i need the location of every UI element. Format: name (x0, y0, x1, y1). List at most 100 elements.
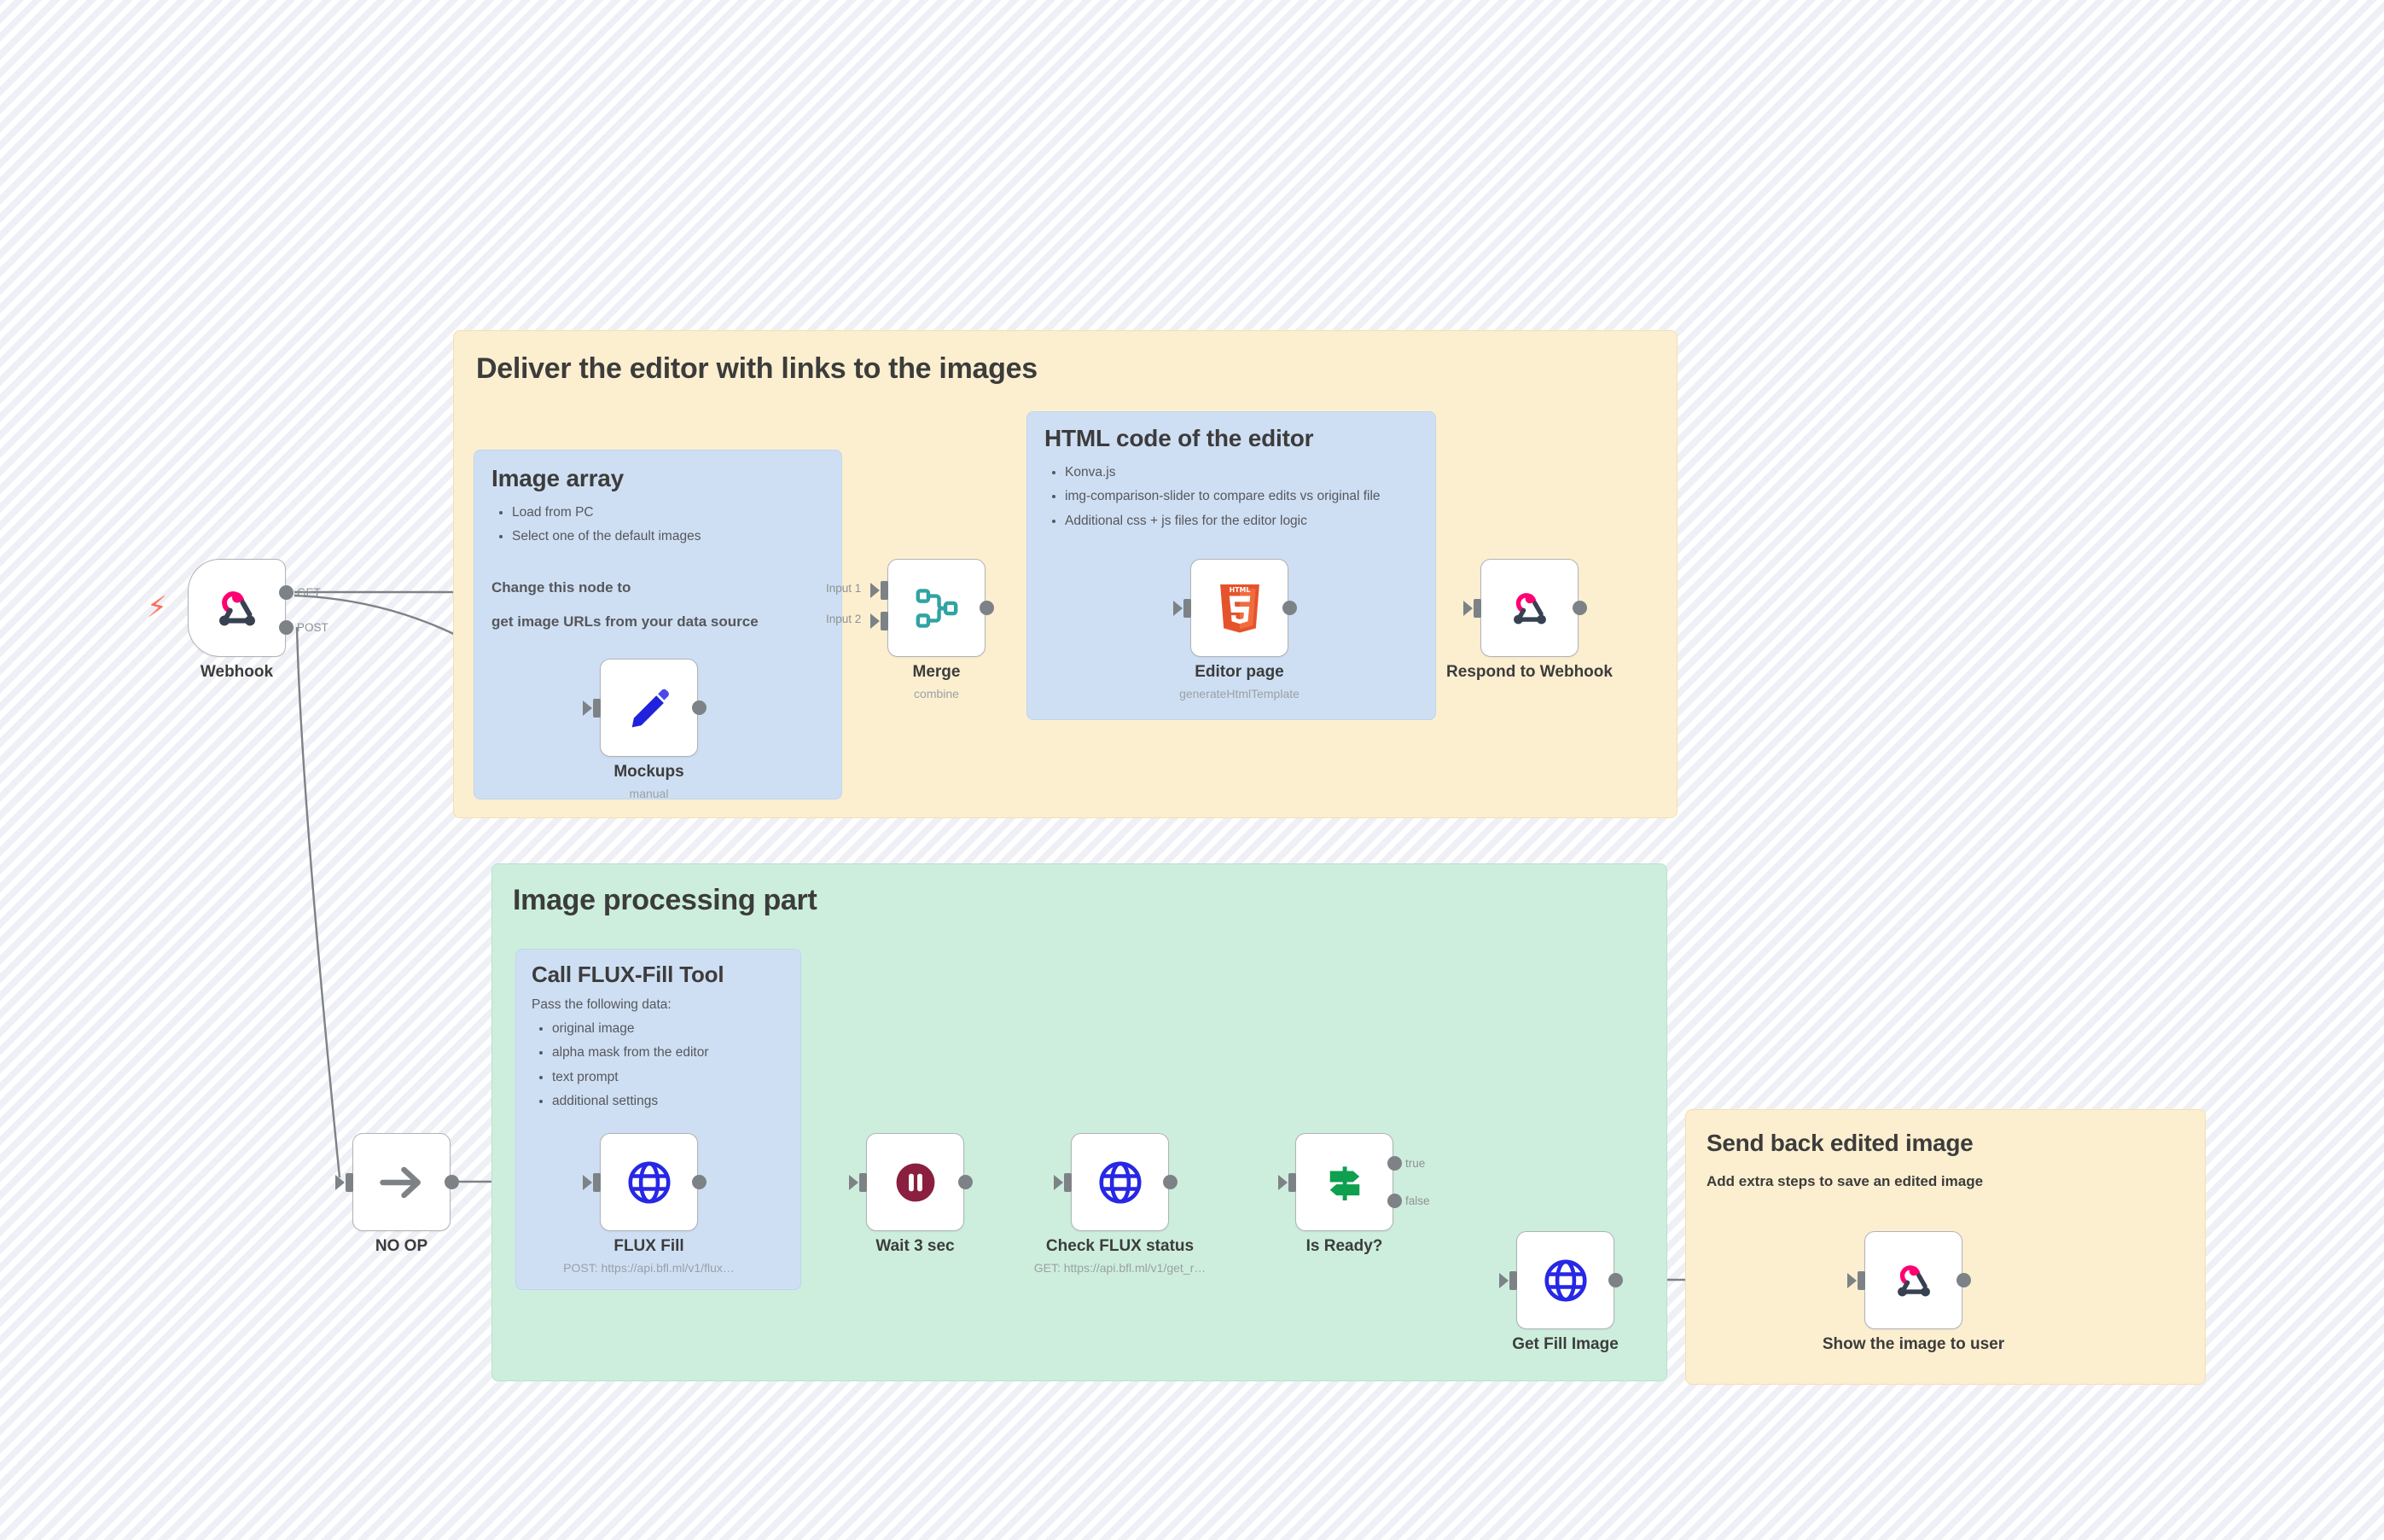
node-check-flux-status[interactable]: Check FLUX status GET: https://api.bfl.m… (1034, 1133, 1206, 1275)
arrow-right-icon (379, 1166, 421, 1198)
link-webhook-noop (295, 626, 341, 1178)
webhook-icon (218, 590, 255, 625)
sticky-flux-tool-bullets: original image alpha mask from the edito… (532, 1020, 808, 1117)
signpost-icon (1329, 1165, 1359, 1200)
node-show-image-box[interactable] (1864, 1231, 1962, 1329)
noop-input-arrow (335, 1175, 345, 1190)
list-item: Load from PC (512, 503, 845, 522)
node-get-fill-box[interactable] (1516, 1231, 1614, 1329)
node-is-ready-label: Is Ready? (1305, 1237, 1383, 1255)
wait-input-arrow (849, 1175, 858, 1190)
node-get-fill-image[interactable]: Get Fill Image (1499, 1231, 1623, 1353)
check-output-dot[interactable] (1163, 1175, 1177, 1189)
node-get-fill-label: Get Fill Image (1512, 1335, 1619, 1353)
webhook-icon (1897, 1264, 1930, 1296)
node-mockups-box[interactable] (600, 659, 698, 757)
node-wait-box[interactable] (866, 1133, 964, 1231)
node-merge-subtitle: combine (914, 687, 959, 700)
sticky-html-editor-bullets: Konva.js img-comparison-slider to compar… (1044, 463, 1432, 536)
node-flux-fill-box[interactable] (600, 1133, 698, 1231)
editor-output-dot[interactable] (1282, 601, 1297, 615)
flux-output-dot[interactable] (692, 1175, 706, 1189)
node-is-ready[interactable]: true false Is Ready? (1278, 1133, 1430, 1255)
sticky-deliver-title: Deliver the editor with links to the ima… (476, 352, 1038, 385)
node-merge-label: Merge (912, 663, 961, 681)
webhook-output-get-dot[interactable] (279, 585, 294, 600)
mockups-output-dot[interactable] (692, 700, 706, 715)
node-editor-page[interactable]: HTML Editor page generateHtmlTemplate (1173, 559, 1300, 700)
list-item: Konva.js (1065, 463, 1432, 482)
port-label-input2: Input 2 (826, 613, 862, 625)
node-merge[interactable]: Input 1 Input 2 Merge combine (826, 559, 994, 700)
list-item: img-comparison-slider to compare edits v… (1065, 487, 1432, 506)
mockups-input-stub[interactable] (593, 699, 601, 718)
noop-output-dot[interactable] (445, 1175, 459, 1189)
sticky-flux-tool[interactable]: Call FLUX-Fill Tool Pass the following d… (515, 949, 801, 1290)
respond-output-dot[interactable] (1573, 601, 1587, 615)
node-webhook-box[interactable] (188, 559, 286, 657)
node-merge-box[interactable] (887, 559, 986, 657)
sticky-image-array-title: Image array (491, 465, 625, 491)
node-respond-box[interactable] (1480, 559, 1579, 657)
node-mockups-label: Mockups (613, 763, 684, 781)
isready-output-false-dot[interactable] (1387, 1194, 1402, 1208)
check-input-stub[interactable] (1064, 1173, 1072, 1192)
node-flux-fill-subtitle: POST: https://api.bfl.ml/v1/flux… (563, 1261, 735, 1275)
svg-text:HTML: HTML (1229, 586, 1250, 594)
merge-input1-stub[interactable] (881, 581, 888, 600)
node-mockups[interactable]: Mockups manual (583, 659, 706, 800)
node-editor-page-subtitle: generateHtmlTemplate (1179, 687, 1300, 700)
showuser-output-dot[interactable] (1957, 1273, 1971, 1287)
sticky-flux-tool-lead: Pass the following data: (532, 997, 672, 1012)
node-check-flux-box[interactable] (1071, 1133, 1169, 1231)
sticky-image-array-note-line2: get image URLs from your data source (491, 613, 759, 630)
node-show-image-to-user[interactable]: Show the image to user (1823, 1231, 2004, 1353)
node-wait-3-sec[interactable]: Wait 3 sec (849, 1133, 973, 1255)
globe-icon (1544, 1258, 1587, 1302)
port-label-get: GET (297, 586, 321, 599)
node-check-flux-label: Check FLUX status (1045, 1237, 1195, 1255)
node-no-op-box[interactable] (352, 1133, 451, 1231)
sticky-flux-tool-title: Call FLUX-Fill Tool (532, 962, 724, 987)
node-webhook[interactable]: GET POST Webhook (188, 559, 329, 681)
merge-icon (916, 588, 957, 628)
editor-input-arrow (1173, 601, 1183, 616)
pause-icon (896, 1163, 934, 1201)
list-item: text prompt (552, 1068, 808, 1087)
node-flux-fill[interactable]: FLUX Fill POST: https://api.bfl.ml/v1/fl… (563, 1133, 735, 1275)
showuser-input-stub[interactable] (1858, 1271, 1865, 1290)
node-no-op-label: NO OP (375, 1237, 428, 1255)
showuser-input-arrow (1847, 1273, 1857, 1288)
getfill-input-stub[interactable] (1509, 1271, 1517, 1290)
getfill-output-dot[interactable] (1608, 1273, 1623, 1287)
merge-output-dot[interactable] (980, 601, 994, 615)
node-editor-page-label: Editor page (1195, 663, 1284, 681)
node-is-ready-box[interactable] (1295, 1133, 1393, 1231)
node-editor-page-box[interactable]: HTML (1190, 559, 1288, 657)
sticky-send-back-title: Send back edited image (1707, 1130, 1974, 1156)
node-mockups-subtitle: manual (629, 787, 669, 800)
respond-input-arrow (1463, 601, 1473, 616)
sticky-image-array-bullets: Load from PC Select one of the default i… (491, 503, 845, 552)
port-label-true: true (1405, 1157, 1426, 1170)
merge-input1-arrow (870, 583, 880, 598)
respond-input-stub[interactable] (1474, 599, 1481, 618)
isready-input-arrow (1278, 1175, 1288, 1190)
globe-icon (1098, 1160, 1142, 1204)
wait-output-dot[interactable] (958, 1175, 973, 1189)
getfill-input-arrow (1499, 1273, 1509, 1288)
node-respond-label: Respond to Webhook (1446, 663, 1613, 681)
list-item: alpha mask from the editor (552, 1043, 808, 1062)
node-respond-to-webhook[interactable]: Respond to Webhook (1446, 559, 1613, 681)
flux-input-stub[interactable] (593, 1173, 601, 1192)
merge-input2-stub[interactable] (881, 612, 888, 631)
isready-output-true-dot[interactable] (1387, 1156, 1402, 1171)
isready-input-stub[interactable] (1288, 1173, 1296, 1192)
node-no-op[interactable]: NO OP (335, 1133, 459, 1255)
editor-input-stub[interactable] (1183, 599, 1191, 618)
webhook-output-post-dot[interactable] (279, 620, 294, 635)
node-check-flux-subtitle: GET: https://api.bfl.ml/v1/get_r… (1033, 1261, 1207, 1275)
noop-input-stub[interactable] (346, 1173, 353, 1192)
wait-input-stub[interactable] (859, 1173, 867, 1192)
